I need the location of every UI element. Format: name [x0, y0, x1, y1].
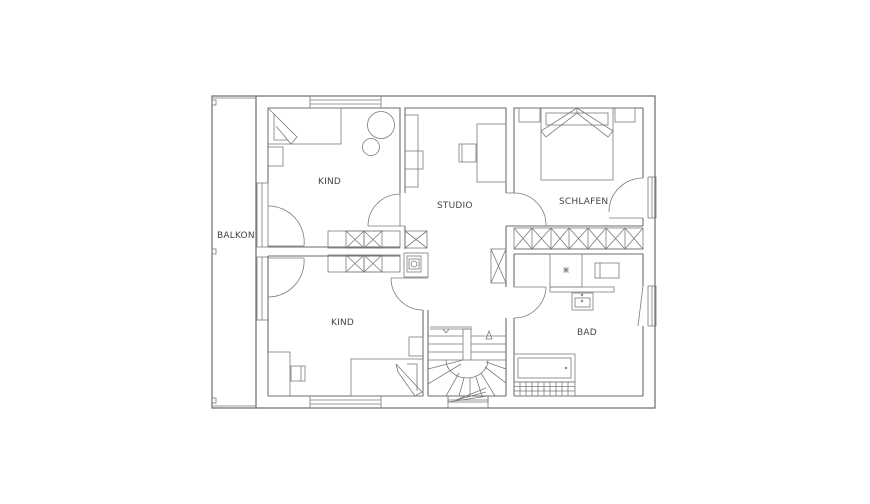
room-label-studio: STUDIO: [437, 201, 473, 211]
room-label-bad: BAD: [577, 328, 597, 338]
windows: [256, 95, 657, 409]
outer-walls: [211, 95, 656, 409]
wardrobes: [327, 227, 644, 284]
bath-furniture: [513, 253, 620, 397]
room-label-schlafen: SCHLAFEN: [559, 197, 608, 207]
kind-top-furniture: [267, 107, 395, 167]
bedroom-furniture: [518, 107, 636, 181]
room-label-balkon: BALKON: [217, 231, 255, 241]
staircase: [427, 326, 507, 403]
kind-bottom-furniture: [267, 336, 424, 397]
studio-furniture: [404, 114, 507, 188]
balcony-area: [211, 95, 257, 409]
room-labels: KIND STUDIO SCHLAFEN BALKON KIND BAD: [217, 177, 608, 338]
room-label-kind-bottom: KIND: [331, 318, 354, 328]
interior-walls: [267, 107, 644, 397]
chimney-shaft: [403, 252, 429, 278]
room-label-kind-top: KIND: [318, 177, 341, 187]
doors: [267, 177, 644, 327]
